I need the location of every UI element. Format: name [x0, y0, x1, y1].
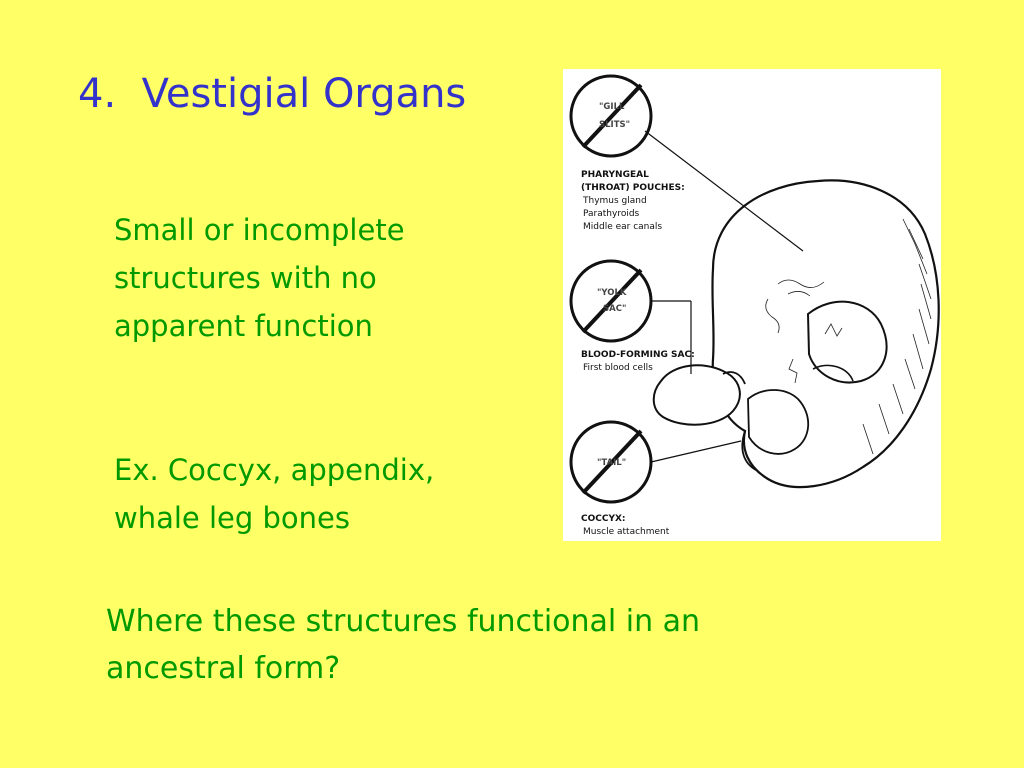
embryo-body-drawing — [652, 179, 940, 489]
embryo-diagram: "GILL SLITS" "YOLK SAC" "TAIL" PHARYNGEA… — [569, 74, 940, 537]
definition-line: structures with no — [114, 261, 377, 295]
pharyngeal-subheading: (THROAT) POUCHES: — [581, 183, 685, 193]
embryo-illustration: "GILL SLITS" "YOLK SAC" "TAIL" PHARYNGEA… — [563, 69, 941, 541]
pharyngeal-heading: PHARYNGEAL — [581, 170, 649, 180]
embryo-shading — [765, 218, 932, 455]
pointer-lines — [644, 130, 804, 463]
examples-line: Ex. Coccyx, appendix, — [114, 453, 435, 487]
definition-text: Small or incomplete structures with no a… — [114, 206, 534, 350]
pharyngeal-item: Middle ear canals — [583, 222, 662, 232]
tail-label: "TAIL" — [597, 458, 626, 468]
gill-slits-circle-icon: "GILL SLITS" — [569, 74, 653, 158]
question-line: Where these structures functional in an — [106, 604, 701, 639]
pharyngeal-item: Thymus gland — [582, 196, 647, 206]
slide-title: 4. Vestigial Organs — [78, 71, 467, 117]
blood-item: First blood cells — [583, 363, 653, 373]
question-text: Where these structures functional in an … — [106, 598, 866, 692]
yolk-label-line-2: SAC" — [603, 304, 626, 314]
yolk-sac-circle-icon: "YOLK SAC" — [569, 259, 653, 343]
gill-label-line-1: "GILL — [599, 102, 625, 112]
yolk-label-line-1: "YOLK — [597, 288, 627, 298]
blood-heading: BLOOD-FORMING SAC: — [581, 350, 695, 360]
gill-label-line-2: SLITS" — [599, 120, 630, 130]
definition-line: apparent function — [114, 309, 373, 343]
definition-line: Small or incomplete — [114, 213, 405, 247]
coccyx-heading: COCCYX: — [581, 514, 626, 524]
question-line: ancestral form? — [106, 651, 341, 686]
pharyngeal-item: Parathyroids — [583, 209, 640, 219]
coccyx-item: Muscle attachment — [583, 527, 670, 537]
examples-line: whale leg bones — [114, 501, 350, 535]
examples-text: Ex. Coccyx, appendix, whale leg bones — [114, 446, 534, 542]
tail-circle-icon: "TAIL" — [569, 420, 653, 504]
